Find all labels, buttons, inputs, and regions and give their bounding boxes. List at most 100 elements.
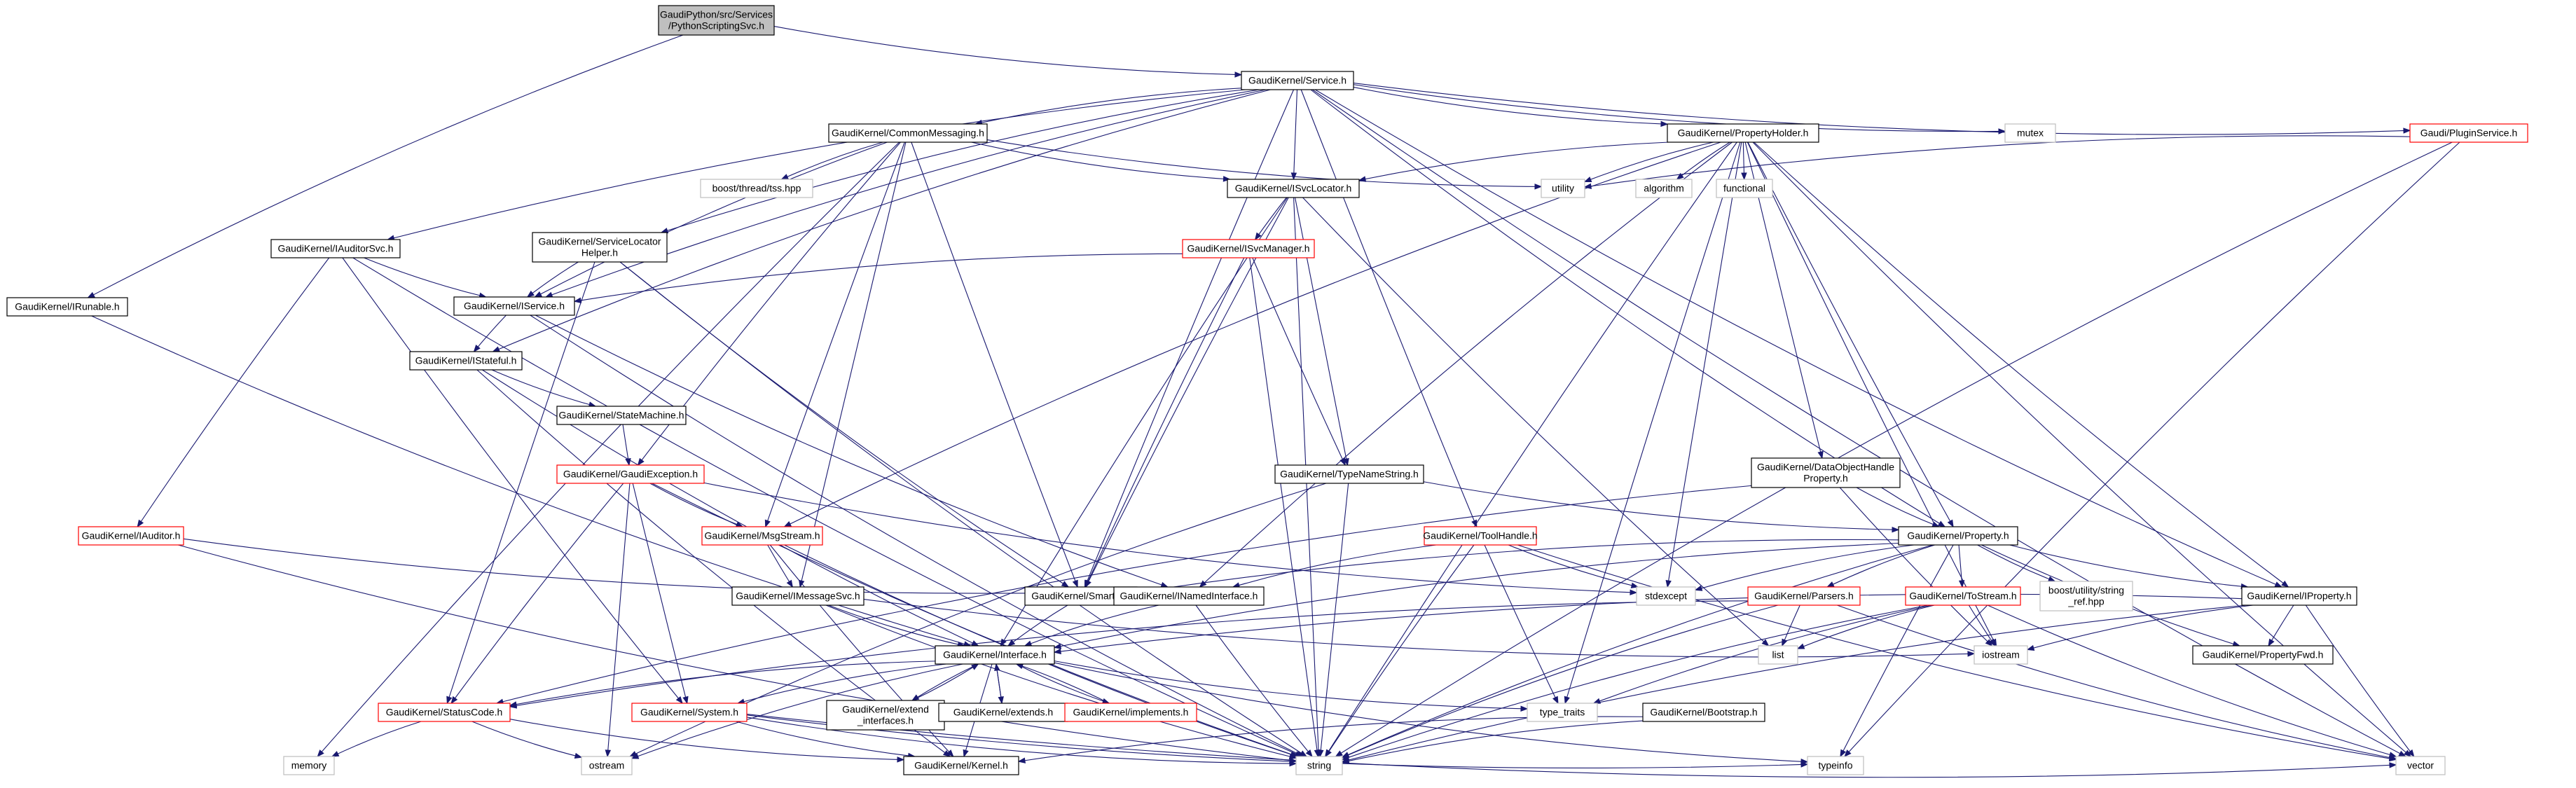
node-inamedinterface[interactable]: GaudiKernel/INamedInterface.h bbox=[1113, 586, 1265, 606]
node-python_scripting[interactable]: GaudiPython/src/Services/PythonScripting… bbox=[658, 5, 775, 36]
edge-line bbox=[2027, 604, 2254, 651]
edge-service-to-propertyholder bbox=[1353, 86, 1669, 127]
node-extend_interfaces[interactable]: GaudiKernel/extend_interfaces.h bbox=[826, 700, 945, 731]
arrowhead-icon bbox=[1826, 581, 1835, 588]
arrowhead-icon bbox=[1017, 757, 1026, 763]
arrowhead-icon bbox=[2281, 580, 2289, 588]
edge-isvcmanager-to-iservice bbox=[573, 253, 1183, 303]
node-extends[interactable]: GaudiKernel/extends.h bbox=[938, 703, 1068, 722]
edge-line bbox=[491, 369, 596, 407]
edge-line bbox=[1018, 716, 1644, 762]
arrowhead-icon bbox=[1335, 750, 1343, 757]
edge-iauditor-to-inamedinterface bbox=[183, 538, 1115, 595]
arrowhead-icon bbox=[1534, 184, 1543, 190]
node-box bbox=[935, 645, 1055, 665]
node-bootstrap[interactable]: GaudiKernel/Bootstrap.h bbox=[1642, 703, 1765, 722]
node-irunable[interactable]: GaudiKernel/IRunable.h bbox=[6, 297, 128, 317]
arrowhead-icon bbox=[1007, 639, 1016, 647]
node-box bbox=[1636, 586, 1696, 606]
edge-line bbox=[1054, 661, 1528, 710]
node-label: /PythonScriptingSvc.h bbox=[668, 20, 764, 32]
node-msgstream[interactable]: GaudiKernel/MsgStream.h bbox=[701, 526, 823, 546]
node-property[interactable]: GaudiKernel/Property.h bbox=[1898, 526, 2018, 546]
edge-line bbox=[911, 141, 1078, 588]
edge-iauditor-to-string bbox=[178, 544, 1297, 763]
node-list: list bbox=[1758, 645, 1798, 665]
node-interface[interactable]: GaudiKernel/Interface.h bbox=[935, 645, 1055, 665]
node-istateful[interactable]: GaudiKernel/IStateful.h bbox=[409, 351, 523, 371]
node-label: GaudiKernel/Interface.h bbox=[943, 649, 1047, 661]
node-box bbox=[453, 296, 575, 316]
node-label: GaudiKernel/StateMachine.h bbox=[559, 410, 684, 421]
node-tostream[interactable]: GaudiKernel/ToStream.h bbox=[1905, 586, 2021, 606]
edge-toolhandle-to-stdexcept bbox=[1508, 544, 1639, 588]
edge-line bbox=[1342, 604, 2247, 762]
node-box bbox=[270, 239, 401, 258]
edge-propertyholder-to-string bbox=[1324, 141, 1737, 758]
edge-line bbox=[530, 314, 1304, 757]
node-implements[interactable]: GaudiKernel/implements.h bbox=[1064, 703, 1197, 722]
arrowhead-icon bbox=[897, 756, 905, 763]
node-iproperty[interactable]: GaudiKernel/IProperty.h bbox=[2241, 586, 2357, 606]
node-kernel[interactable]: GaudiKernel/Kernel.h bbox=[903, 756, 1019, 775]
edge-iservice-to-inamedinterface bbox=[535, 314, 1169, 588]
edge-line bbox=[1319, 483, 1349, 757]
node-label: algorithm bbox=[1644, 183, 1684, 194]
node-system[interactable]: GaudiKernel/System.h bbox=[631, 703, 748, 722]
edge-propertyholder-to-iostream bbox=[1747, 141, 1997, 647]
node-pluginservice[interactable]: Gaudi/PluginService.h bbox=[2409, 123, 2528, 143]
node-box bbox=[1751, 457, 1901, 488]
edge-isvclocator-to-isvcmanager bbox=[1254, 197, 1287, 241]
arrowhead-icon bbox=[1318, 749, 1324, 758]
edge-line bbox=[509, 600, 1749, 707]
node-boost_tss: boost/thread/tss.hpp bbox=[700, 179, 813, 198]
node-iauditor[interactable]: GaudiKernel/IAuditor.h bbox=[78, 526, 184, 546]
node-typenamestring[interactable]: GaudiKernel/TypeNameString.h bbox=[1274, 464, 1424, 484]
edge-property-to-tostream bbox=[1958, 544, 1965, 588]
edge-line bbox=[781, 141, 883, 180]
edge-iproperty-to-vector bbox=[2305, 604, 2415, 758]
edge-line bbox=[1987, 604, 2397, 757]
edge-line bbox=[632, 483, 688, 704]
node-isvcmanager[interactable]: GaudiKernel/ISvcManager.h bbox=[1182, 239, 1315, 258]
edge-line bbox=[1747, 141, 1997, 647]
node-propertyholder[interactable]: GaudiKernel/PropertyHolder.h bbox=[1667, 123, 1819, 143]
edge-typenamestring-to-property bbox=[1423, 481, 1900, 533]
node-box bbox=[1274, 464, 1424, 484]
node-iservice[interactable]: GaudiKernel/IService.h bbox=[453, 296, 575, 316]
edge-isvcmanager-to-typenamestring bbox=[1252, 257, 1346, 466]
edge-propertyholder-to-msgstream bbox=[783, 141, 1721, 527]
node-toolhandle[interactable]: GaudiKernel/ToolHandle.h bbox=[1423, 526, 1538, 546]
node-label: GaudiKernel/IService.h bbox=[464, 300, 565, 312]
node-commonmessaging[interactable]: GaudiKernel/CommonMessaging.h bbox=[828, 123, 988, 143]
arrowhead-icon bbox=[1289, 760, 1297, 767]
arrowhead-icon bbox=[1958, 580, 1965, 588]
edge-line bbox=[482, 369, 979, 647]
node-label: list bbox=[1772, 649, 1784, 661]
node-vector: vector bbox=[2395, 756, 2446, 775]
edge-line bbox=[1195, 604, 1313, 757]
node-parsers[interactable]: GaudiKernel/Parsers.h bbox=[1747, 586, 1861, 606]
node-iauditorsvc[interactable]: GaudiKernel/IAuditorSvc.h bbox=[270, 239, 401, 258]
edge-line bbox=[1695, 544, 1915, 590]
node-statemachine[interactable]: GaudiKernel/StateMachine.h bbox=[556, 406, 687, 425]
node-label: GaudiKernel/System.h bbox=[640, 707, 738, 718]
node-label: Property.h bbox=[1803, 473, 1848, 484]
node-label: GaudiKernel/Kernel.h bbox=[914, 760, 1008, 771]
node-imessagesvc[interactable]: GaudiKernel/IMessageSvc.h bbox=[731, 586, 865, 606]
edge-line bbox=[527, 261, 579, 298]
edge-interface-to-statuscode bbox=[509, 661, 936, 707]
node-gaudiexception[interactable]: GaudiKernel/GaudiException.h bbox=[556, 464, 705, 484]
node-service[interactable]: GaudiKernel/Service.h bbox=[1241, 71, 1354, 90]
edge-iauditorsvc-to-string bbox=[352, 257, 1303, 757]
arrowhead-icon bbox=[1840, 749, 1847, 758]
node-propertyfwd[interactable]: GaudiKernel/PropertyFwd.h bbox=[2192, 645, 2334, 665]
node-box bbox=[409, 351, 523, 371]
node-statuscode[interactable]: GaudiKernel/StatusCode.h bbox=[378, 703, 511, 722]
node-label: GaudiKernel/IRunable.h bbox=[15, 301, 119, 312]
node-label: GaudiKernel/extend bbox=[842, 704, 929, 715]
edge-propertyholder-to-iproperty bbox=[1754, 141, 2289, 588]
node-isvclocator[interactable]: GaudiKernel/ISvcLocator.h bbox=[1227, 179, 1360, 198]
